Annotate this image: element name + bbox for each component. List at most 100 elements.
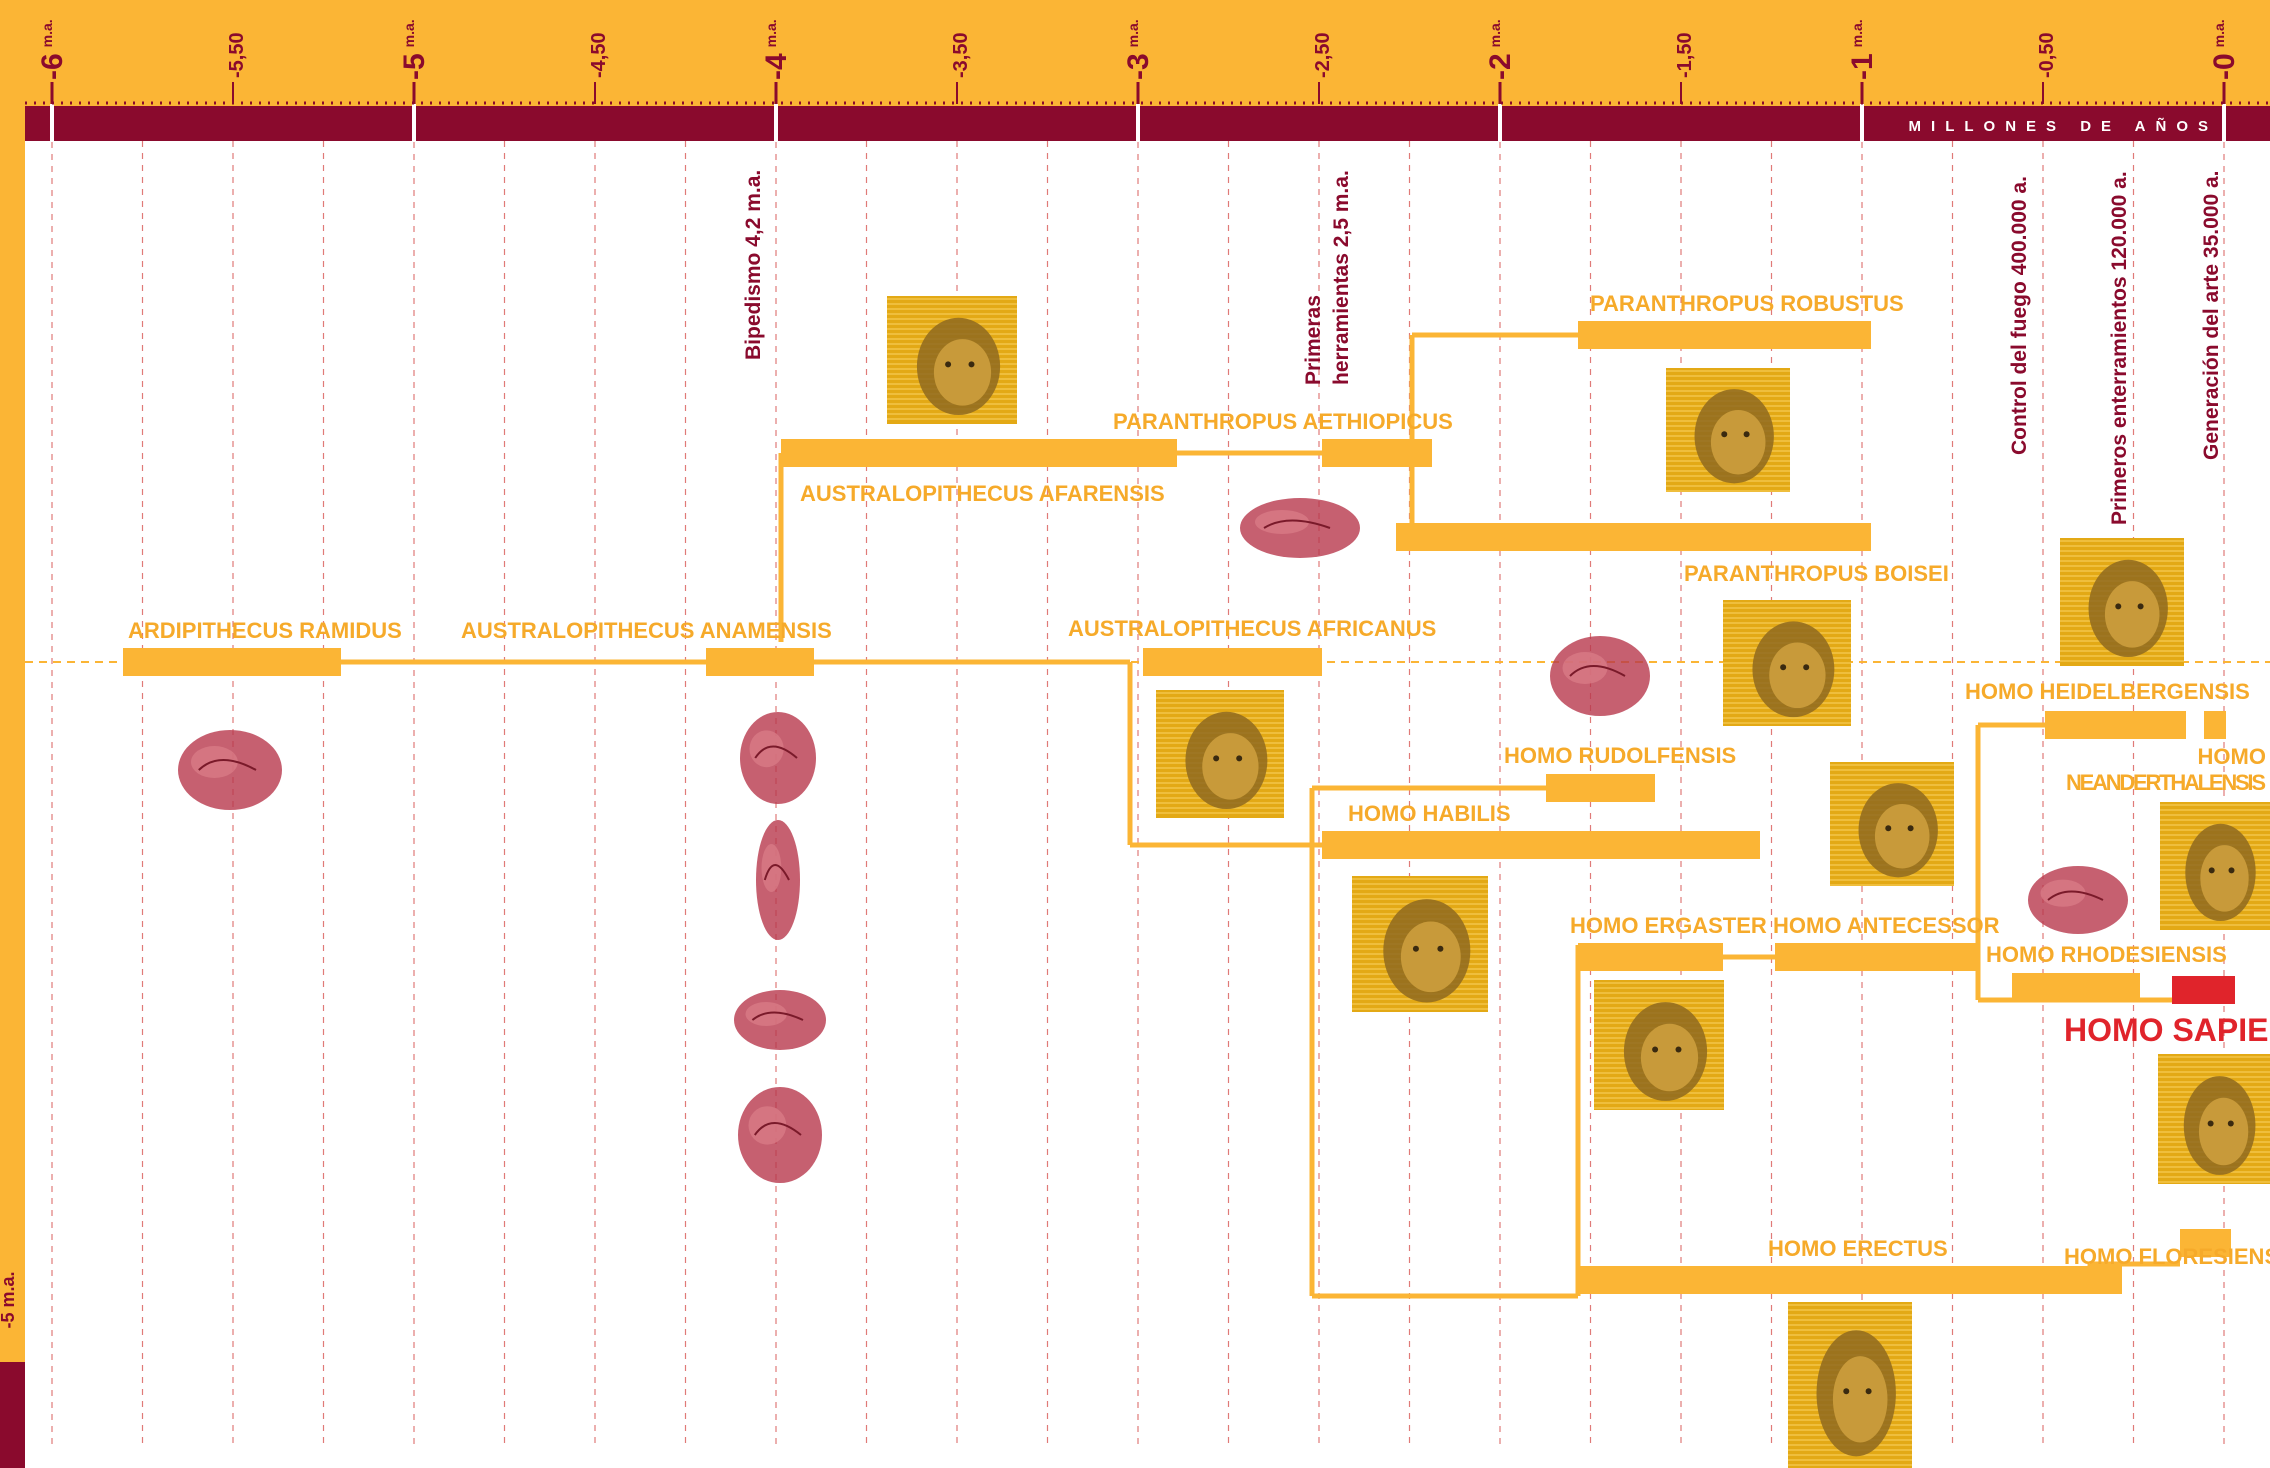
hominid-portrait-icon xyxy=(1594,980,1724,1110)
tick-label: -1 m.a. xyxy=(1846,19,1879,80)
species-bar xyxy=(1322,831,1760,859)
major-tick-divider xyxy=(1860,104,1864,142)
tick-label-text: -5,50 xyxy=(226,32,248,78)
species-label: PARANTHROPUS AETHIOPICUS xyxy=(1113,409,1453,434)
hominid-portrait-icon xyxy=(2158,1054,2270,1184)
species-bar xyxy=(2045,711,2186,739)
species-label: HOMO FLORESIENSIS xyxy=(2064,1244,2270,1269)
tick-label-text: -3 xyxy=(1122,53,1155,80)
species-bar xyxy=(1578,943,1723,971)
tick-label-text: -2 xyxy=(1484,53,1517,80)
tick-label-text: -3,50 xyxy=(950,32,972,78)
hominid-portrait-icon xyxy=(1352,876,1488,1012)
tick-label: -4,50 xyxy=(588,32,610,78)
tick-unit: m.a. xyxy=(1487,19,1503,47)
tick-unit: m.a. xyxy=(1125,19,1141,47)
axis-ticks: -6m.a.-5,50-5m.a.-4,50-4m.a.-3,50-3m.a.-… xyxy=(36,19,2241,104)
tick-label-text: -1 xyxy=(1846,53,1879,80)
tick-label-text: -5 xyxy=(398,53,431,80)
major-tick-divider xyxy=(412,104,416,142)
species-label: HOMO SAPIENS xyxy=(2064,1012,2270,1048)
tick-unit: m.a. xyxy=(2211,19,2227,47)
species-label: AUSTRALOPITHECUS ANAMENSIS xyxy=(461,618,832,643)
tick-unit: m.a. xyxy=(763,19,779,47)
tick-unit: m.a. xyxy=(39,19,55,47)
species-bar xyxy=(1143,648,1322,676)
species-label: PARANTHROPUS ROBUSTUS xyxy=(1590,291,1904,316)
tick-label: -2 m.a. xyxy=(1484,19,1517,80)
species-bar xyxy=(781,439,1177,467)
tick-label-text: -0 xyxy=(2208,53,2241,80)
species-bar xyxy=(2180,1229,2231,1257)
header-band xyxy=(0,0,2270,106)
fossil-bone-icon xyxy=(1550,636,1650,716)
species-bar xyxy=(2172,976,2235,1004)
hominid-portrait-icon xyxy=(1723,600,1851,726)
fossil-bone-icon xyxy=(178,730,282,810)
axis-band xyxy=(25,106,2270,141)
species-label: NEANDERTHALENSIS xyxy=(2066,770,2266,795)
tick-label-text: -4 xyxy=(760,53,793,80)
major-tick-divider xyxy=(1498,104,1502,142)
species-bar xyxy=(1322,439,1432,467)
tick-label: -0,50 xyxy=(2036,32,2058,78)
milestone-label: Generación del arte 35.000 a. xyxy=(2200,171,2223,461)
hominid-portrait-icon xyxy=(887,296,1017,424)
milestone-label: herramientas 2,5 m.a. xyxy=(1330,170,1353,385)
tick-unit: m.a. xyxy=(1849,19,1865,47)
hominid-portrait-icon xyxy=(2160,802,2270,930)
fossil-bone-icon xyxy=(1240,498,1360,558)
species-label: HOMO RUDOLFENSIS xyxy=(1504,743,1736,768)
tick-label-text: -2,50 xyxy=(1312,32,1334,78)
tick-label: -4 m.a. xyxy=(760,19,793,80)
species-bar xyxy=(2012,973,2140,1001)
hominid-portrait-icon xyxy=(1830,762,1954,886)
species-bars xyxy=(123,321,2235,1294)
milestone-label: Control del fuego 400.000 a. xyxy=(2008,176,2031,455)
tick-label: -3,50 xyxy=(950,32,972,78)
tick-label: -5 m.a. xyxy=(398,19,431,80)
species-label: HOMO ERGASTER xyxy=(1570,913,1767,938)
species-label: HOMO ANTECESSOR xyxy=(1773,913,2000,938)
tick-label: -5,50 xyxy=(226,32,248,78)
hominid-portrait-icon xyxy=(1788,1302,1912,1468)
left-edge-dark xyxy=(0,1362,25,1468)
tick-unit: m.a. xyxy=(401,19,417,47)
species-labels: ARDIPITHECUS RAMIDUS AUSTRALOPITHECUS ANA… xyxy=(128,291,2270,1269)
tick-label: -6m.a. xyxy=(36,19,69,80)
milestone-label: Bipedismo 4,2 m.a. xyxy=(742,170,765,360)
species-label: AUSTRALOPITHECUS AFRICANUS xyxy=(1068,616,1436,641)
species-bar xyxy=(1578,1266,2122,1294)
hominid-portrait-icon xyxy=(1666,368,1790,492)
tick-label: -1,50 xyxy=(1674,32,1696,78)
species-bar xyxy=(123,648,341,676)
species-bar xyxy=(1578,321,1871,349)
species-label: HOMO xyxy=(2198,744,2266,769)
fossil-bone-icon xyxy=(756,820,800,940)
hominid-portrait-icon xyxy=(1156,690,1284,818)
hominid-portrait-icon xyxy=(2060,538,2184,666)
species-label: PARANTHROPUS BOISEI xyxy=(1684,561,1949,586)
major-tick-divider xyxy=(50,104,54,142)
fossil-bone-icon xyxy=(2028,866,2128,934)
tick-label: -0 m.a. xyxy=(2208,19,2241,80)
species-bar xyxy=(1396,523,1871,551)
species-label: ARDIPITHECUS RAMIDUS xyxy=(128,618,402,643)
species-label: HOMO RHODESIENSIS xyxy=(1986,942,2227,967)
species-bar xyxy=(2204,711,2226,739)
species-label: HOMO HABILIS xyxy=(1348,801,1511,826)
left-edge-band xyxy=(0,106,25,1468)
fossil-bone-icon xyxy=(738,1087,822,1183)
tick-label-text: -0,50 xyxy=(2036,32,2058,78)
tick-label: -3 m.a. xyxy=(1122,19,1155,80)
milestone-label: Primeros enterramientos 120.000 a. xyxy=(2108,171,2131,525)
fossil-bone-icon xyxy=(740,712,816,804)
tick-label-text: -4,50 xyxy=(588,32,610,78)
species-bar xyxy=(1546,774,1655,802)
species-label: AUSTRALOPITHECUS AFARENSIS xyxy=(800,481,1165,506)
fossil-bone-icon xyxy=(734,990,826,1050)
tick-label-text: -1,50 xyxy=(1674,32,1696,78)
